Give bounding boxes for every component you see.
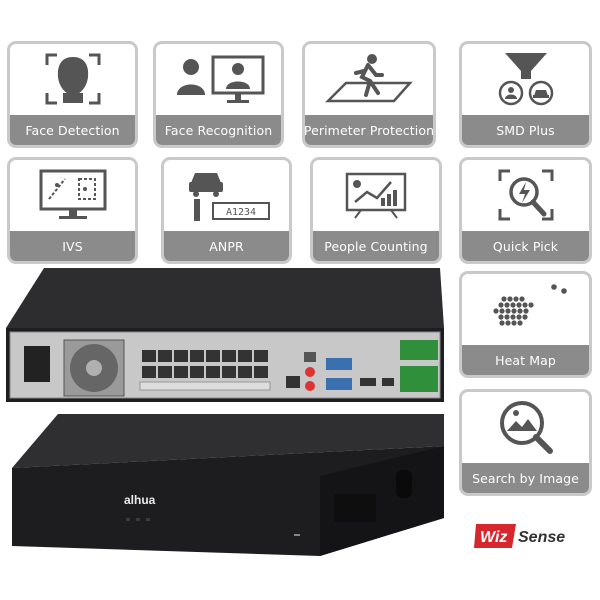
image-search-icon xyxy=(462,392,589,461)
feature-label: SMD Plus xyxy=(462,115,589,145)
logo-part1: Wiz xyxy=(480,529,507,546)
feature-label: Quick Pick xyxy=(462,231,589,261)
feature-label: People Counting xyxy=(313,231,439,261)
feature-tile-perimeter-protection: Perimeter Protection xyxy=(302,41,436,148)
heat-dot xyxy=(560,287,567,294)
heat-dot xyxy=(515,301,522,308)
device-brand: alhua xyxy=(124,493,156,507)
heat-dot xyxy=(521,313,528,320)
heat-dot xyxy=(503,301,510,308)
funnel-filter-icon xyxy=(462,44,589,113)
heat-dot xyxy=(509,301,516,308)
heat-dot xyxy=(497,301,504,308)
heat-dot xyxy=(521,301,528,308)
magnifier-bolt-icon xyxy=(462,160,589,229)
feature-tile-smd-plus: SMD Plus xyxy=(459,41,592,148)
heat-dot xyxy=(503,313,510,320)
car-plate-icon: A1234 xyxy=(164,160,289,229)
feature-tile-face-recognition: Face Recognition xyxy=(153,41,284,148)
plate-text: A1234 xyxy=(225,207,255,218)
feature-tile-search-by-image: Search by Image xyxy=(459,389,592,496)
heat-dot xyxy=(512,295,519,302)
feature-label: Search by Image xyxy=(462,463,589,493)
feature-tile-heat-map: Heat Map xyxy=(459,271,592,378)
heat-dot xyxy=(504,307,511,314)
face-scan-icon xyxy=(10,44,135,113)
feature-tile-people-counting: People Counting xyxy=(310,157,442,264)
wizsense-logo: Wiz Sense xyxy=(474,522,574,550)
feature-label: Perimeter Protection xyxy=(305,115,433,145)
monitor-zones-icon xyxy=(10,160,135,229)
heat-dot xyxy=(550,283,557,290)
heat-dot xyxy=(515,313,522,320)
nvr-front-view: alhua xyxy=(4,406,448,560)
face-match-icon xyxy=(156,44,281,113)
feature-tile-face-detection: Face Detection xyxy=(7,41,138,148)
running-person-zone-icon xyxy=(305,44,433,113)
heat-dot xyxy=(492,307,499,314)
feature-label: Face Detection xyxy=(10,115,135,145)
feature-label: IVS xyxy=(10,231,135,261)
heat-dot xyxy=(516,319,523,326)
heat-dot xyxy=(504,319,511,326)
feature-label: Heat Map xyxy=(462,345,589,375)
feature-label: ANPR xyxy=(164,231,289,261)
heat-dot xyxy=(510,319,517,326)
heat-dot xyxy=(506,295,513,302)
heat-dot xyxy=(510,307,517,314)
heat-dot xyxy=(518,295,525,302)
feature-tile-anpr: A1234 ANPR xyxy=(161,157,292,264)
heat-dot xyxy=(509,313,516,320)
dot-cluster-icon xyxy=(462,274,589,343)
logo-part2: Sense xyxy=(518,529,565,546)
heat-dot xyxy=(500,295,507,302)
heat-dot xyxy=(498,319,505,326)
feature-label: Face Recognition xyxy=(156,115,281,145)
heat-dot xyxy=(498,307,505,314)
heat-dot xyxy=(497,313,504,320)
feature-tile-quick-pick: Quick Pick xyxy=(459,157,592,264)
chart-board-icon xyxy=(313,160,439,229)
heat-dot xyxy=(516,307,523,314)
heat-dot xyxy=(522,307,529,314)
nvr-rear-view xyxy=(4,266,448,406)
heat-dot xyxy=(527,301,534,308)
feature-tile-ivs: IVS xyxy=(7,157,138,264)
